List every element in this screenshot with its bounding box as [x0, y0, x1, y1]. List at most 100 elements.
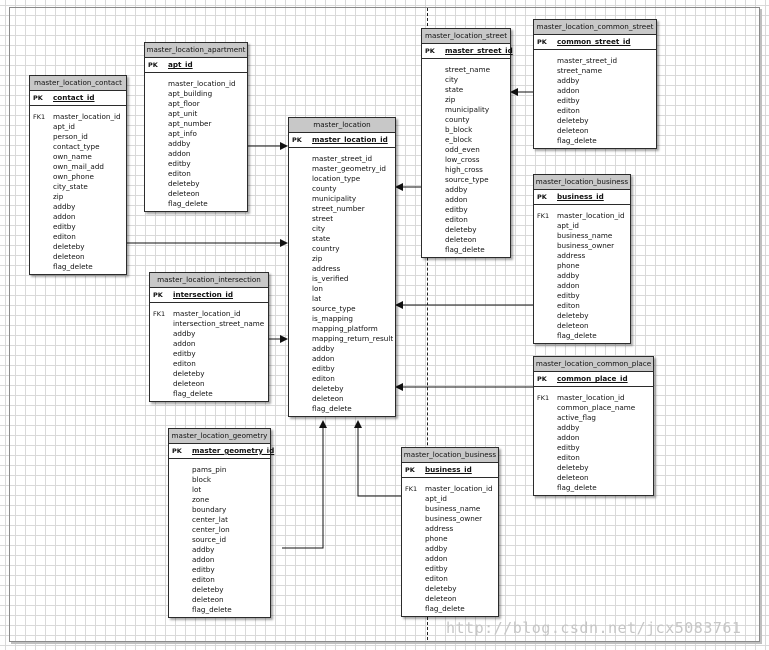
column-name: municipality — [312, 194, 357, 203]
entity-master-location-street[interactable]: master_location_street PK master_street_… — [421, 28, 513, 258]
fk-label — [289, 154, 312, 414]
column-name: editon — [557, 301, 580, 310]
column-name: source_type — [445, 175, 489, 184]
entity-master-location-contact[interactable]: master_location_contact PK contact_id FK… — [29, 75, 127, 275]
primary-key-column: common_street_id — [557, 37, 631, 46]
column-name: master_location_id — [53, 112, 121, 121]
column-name: addby — [312, 344, 335, 353]
pk-label: PK — [405, 466, 415, 474]
column-name: pams_pin — [192, 465, 227, 474]
entity-master-location-business-right[interactable]: master_location_business PK business_id … — [533, 174, 631, 344]
column-name: addby — [192, 545, 215, 554]
entity-master-location-apartment[interactable]: master_location_apartment PK apt_id mast… — [144, 42, 248, 212]
primary-key-column: business_id — [557, 192, 604, 201]
rel-business-bottom-to-location — [354, 420, 401, 497]
column-name: addby — [173, 329, 196, 338]
pk-label: PK — [537, 38, 547, 46]
primary-key-column: master_street_id — [445, 46, 513, 55]
primary-key-row: PK business_id — [534, 190, 630, 205]
entity-master-location-intersection[interactable]: master_location_intersection PK intersec… — [149, 272, 269, 402]
entity-master-location-common-street[interactable]: master_location_common_street PK common_… — [533, 19, 657, 149]
column-name: addon — [173, 339, 196, 348]
watermark-text: http://blog.csdn.net/jcx5083761 — [446, 619, 742, 637]
column-name: mapping_return_result — [312, 334, 394, 343]
column-name: own_mail_add — [53, 162, 104, 171]
column-name: state — [312, 234, 331, 243]
column-name: addon — [192, 555, 215, 564]
column-name: editby — [557, 291, 580, 300]
column-name: master_street_id — [312, 154, 373, 163]
column-name: addby — [445, 185, 468, 194]
column-name: master_location_id — [425, 484, 493, 493]
fk-label: FK1 — [537, 394, 550, 402]
column-name: lat — [312, 294, 322, 303]
column-name: master_location_id — [557, 211, 625, 220]
column-name: addon — [557, 433, 580, 442]
column-name: deleteon — [192, 595, 224, 604]
column-name: e_block — [445, 135, 473, 144]
fk-label — [422, 65, 445, 255]
column-name: zip — [312, 254, 323, 263]
column-name: zone — [192, 495, 210, 504]
primary-key-column: master_geometry_id — [192, 446, 275, 455]
column-name: addby — [168, 139, 191, 148]
column-name: deleteon — [168, 189, 200, 198]
column-name: b_block — [445, 125, 473, 134]
column-name: deleteby — [168, 179, 200, 188]
column-name: address — [557, 251, 586, 260]
column-name: flag_delete — [557, 331, 597, 340]
primary-key-column: business_id — [425, 465, 472, 474]
column-name: block — [192, 475, 212, 484]
column-name: business_owner — [425, 514, 483, 523]
column-name: master_location_id — [173, 309, 241, 318]
column-name: master_location_id — [557, 393, 625, 402]
column-name: apt_number — [168, 119, 212, 128]
column-name: deleteon — [173, 379, 205, 388]
column-name: flag_delete — [557, 136, 597, 145]
column-name: addby — [557, 76, 580, 85]
column-name: source_id — [192, 535, 227, 544]
column-name: apt_building — [168, 89, 213, 98]
rel-geometry-to-location — [282, 420, 327, 549]
column-name: deleteby — [557, 463, 589, 472]
column-name: editon — [53, 232, 76, 241]
column-name: phone — [557, 261, 580, 270]
column-name: addon — [557, 86, 580, 95]
column-name: center_lat — [192, 515, 228, 524]
entity-master-location-geometry[interactable]: master_location_geometry PK master_geome… — [168, 428, 275, 618]
column-name: deleteon — [53, 252, 85, 261]
fk-label: FK1 — [537, 212, 550, 220]
entity-master-location-common-place[interactable]: master_location_common_place PK common_p… — [533, 356, 654, 496]
entity-title: master_location_common_street — [534, 20, 656, 35]
column-name: master_street_id — [557, 56, 618, 65]
column-name: flag_delete — [53, 262, 93, 271]
entity-master-location[interactable]: master_location PK master_location_id ma… — [288, 117, 396, 417]
column-name: master_geometry_id — [312, 164, 386, 173]
column-name: flag_delete — [168, 199, 208, 208]
pk-label: PK — [537, 193, 547, 201]
page-frame — [9, 7, 760, 642]
column-name: editon — [168, 169, 191, 178]
primary-key-column: intersection_id — [173, 290, 234, 299]
column-name: municipality — [445, 105, 490, 114]
column-name: flag_delete — [445, 245, 485, 254]
entity-master-location-business-bottom[interactable]: master_location_business PK business_id … — [401, 447, 499, 617]
column-name: deleteon — [445, 235, 477, 244]
column-name: editby — [557, 96, 580, 105]
column-name: low_cross — [445, 155, 480, 164]
column-name: editby — [53, 222, 76, 231]
column-name: editby — [312, 364, 335, 373]
pk-label: PK — [148, 61, 158, 69]
column-name: boundary — [192, 505, 227, 514]
entity-title: master_location_business — [534, 175, 630, 190]
